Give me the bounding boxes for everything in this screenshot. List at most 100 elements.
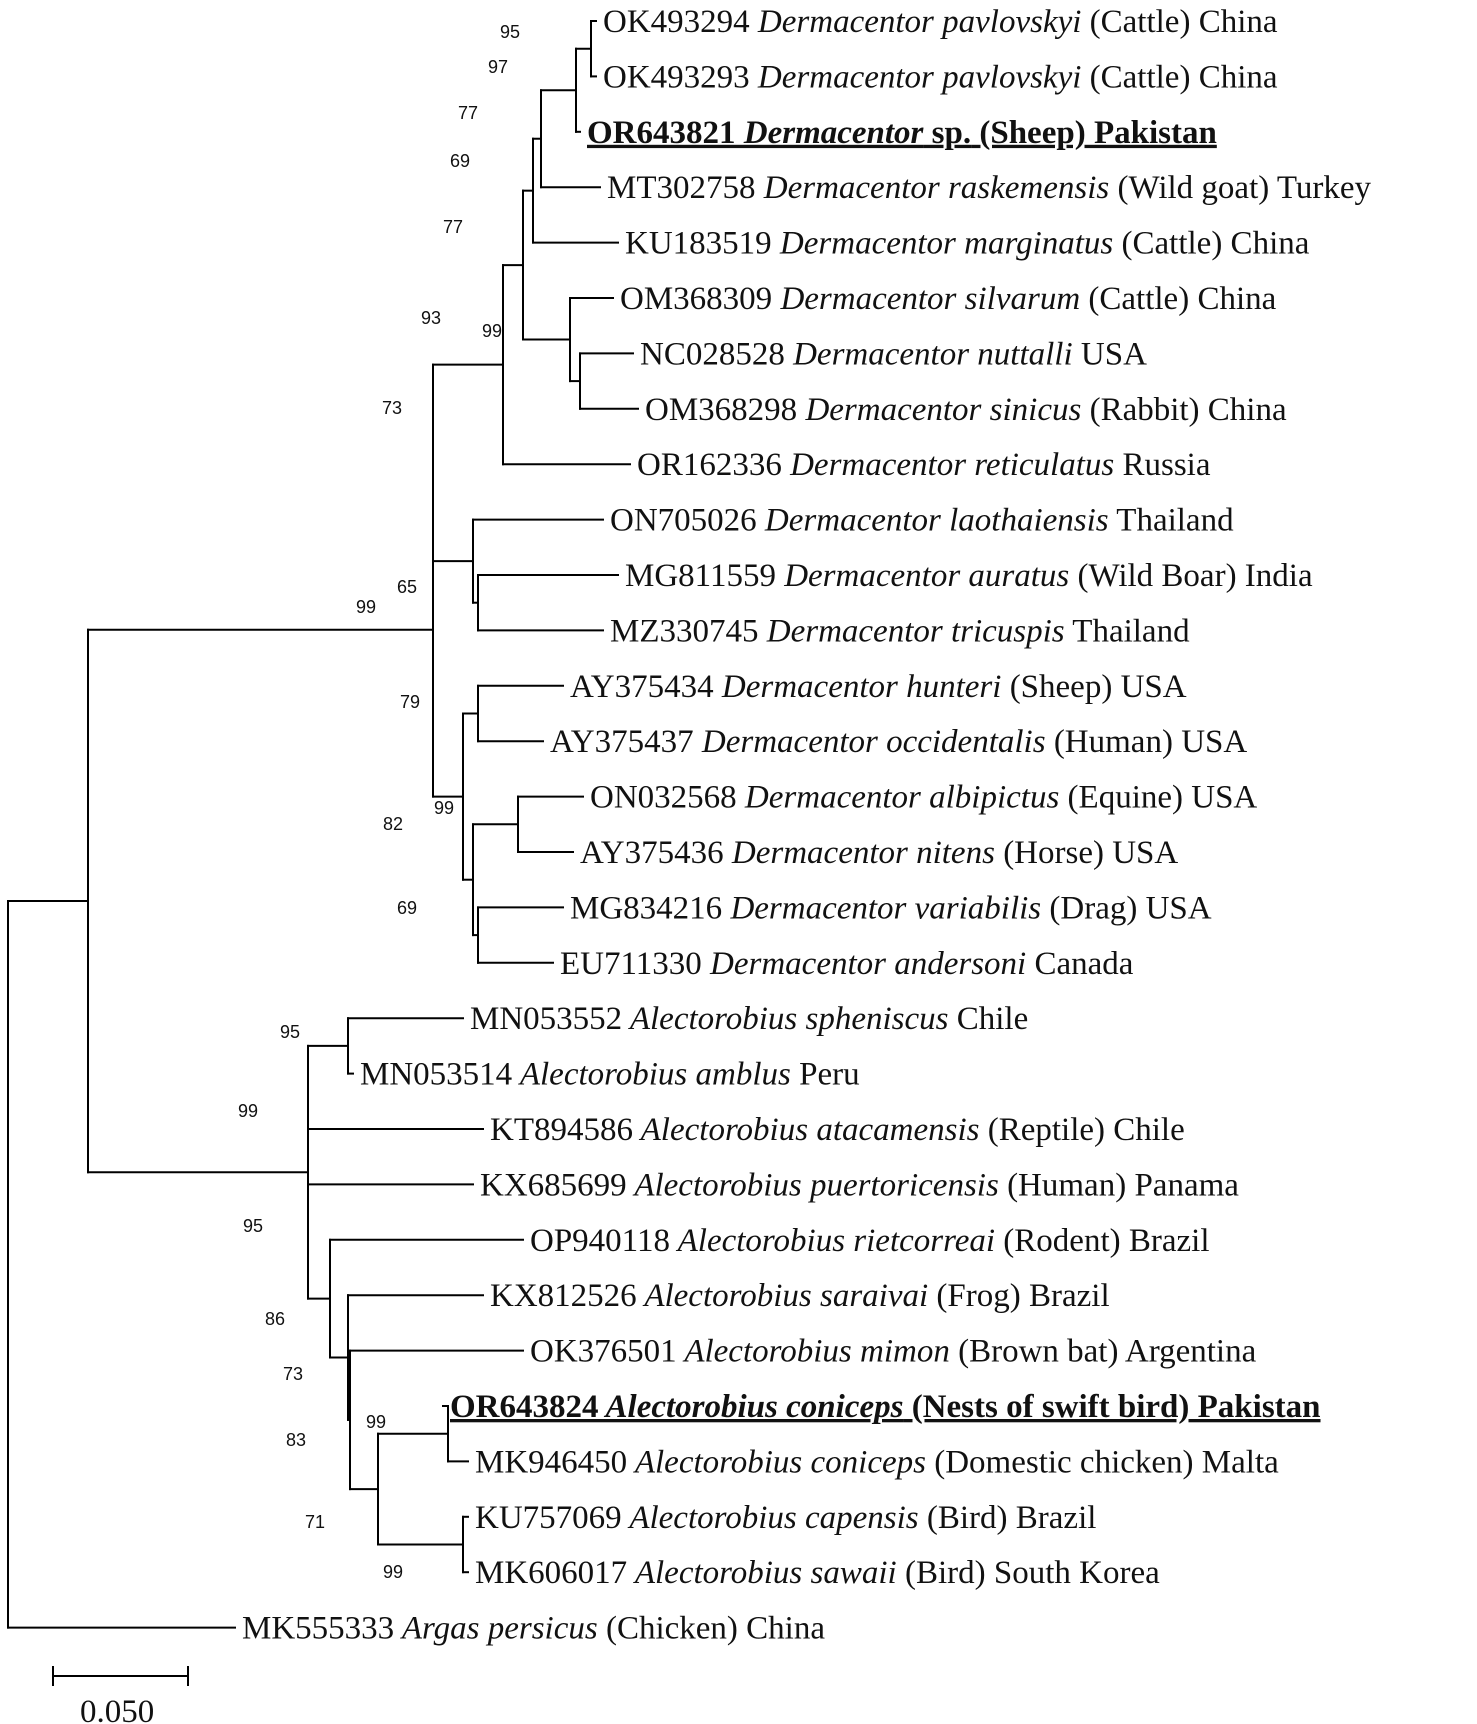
taxon-labels: OK493294 Dermacentor pavlovskyi (Cattle)… [242,4,1372,1647]
taxon-suffix: (Reptile) Chile [979,1112,1184,1148]
taxon-label: MK555333 Argas persicus (Chicken) China [242,1611,825,1647]
taxon-suffix: (Bird) Brazil [919,1500,1097,1536]
bootstrap-value: 79 [400,692,420,712]
taxon-suffix: USA [1073,336,1147,372]
bootstrap-value: 73 [283,1364,303,1384]
taxon-acc: EU711330 [560,946,702,982]
taxon-suffix: (Human) USA [1046,724,1248,760]
taxon-suffix: Canada [1026,946,1134,982]
taxon-acc: MT302758 [607,170,756,206]
taxon-acc: OR162336 [637,447,782,483]
taxon-suffix: (Drag) USA [1041,890,1212,926]
taxon-acc: MK946450 [475,1444,627,1480]
taxon-acc: KT894586 [490,1112,633,1148]
taxon-acc: KU183519 [625,226,772,262]
taxon-acc: MK606017 [475,1555,627,1591]
taxon-label: NC028528 Dermacentor nuttalli USA [640,336,1147,372]
bootstrap-value: 95 [243,1216,263,1236]
taxon-label: AY375437 Dermacentor occidentalis (Human… [550,724,1247,760]
taxon-suffix: (Horse) USA [995,835,1178,871]
bootstrap-value: 86 [265,1309,285,1329]
taxon-label: OP940118 Alectorobius rietcorreai (Roden… [530,1223,1209,1259]
scale-bar-label: 0.050 [80,1694,154,1724]
taxon-acc: MG811559 [625,558,776,594]
scale-bar: 0.050 [52,1666,189,1724]
taxon-acc: KX812526 [490,1278,637,1314]
taxon-label: EU711330 Dermacentor andersoni Canada [560,946,1134,982]
taxon-suffix: (Bird) South Korea [897,1555,1160,1591]
taxon-species: Dermacentor reticulatus [782,447,1114,483]
taxon-acc: OK376501 [530,1334,677,1370]
taxon-species: Dermacentor laothaiensis [757,503,1109,539]
taxon-acc: AY375434 [570,669,714,705]
taxon-species: Dermacentor [736,115,925,151]
bootstrap-value: 73 [382,398,402,418]
taxon-acc: AY375437 [550,724,694,760]
taxon-species: Alectorobius sawaii [627,1555,897,1591]
bootstrap-value: 95 [280,1022,300,1042]
taxon-suffix: (Cattle) China [1081,59,1277,95]
taxon-species: Alectorobius rietcorreai [670,1223,995,1259]
taxon-label: MZ330745 Dermacentor tricuspis Thailand [610,613,1190,649]
taxon-suffix: (Cattle) China [1080,281,1276,317]
taxon-label: ON032568 Dermacentor albipictus (Equine)… [590,780,1257,816]
taxon-label: OM368309 Dermacentor silvarum (Cattle) C… [620,281,1277,317]
taxon-label: KU183519 Dermacentor marginatus (Cattle)… [625,226,1310,262]
taxon-species: Alectorobius puertoricensis [627,1167,999,1203]
bootstrap-value: 71 [305,1512,325,1532]
taxon-label: AY375434 Dermacentor hunteri (Sheep) USA [570,669,1187,705]
taxon-suffix: (Domestic chicken) Malta [926,1444,1279,1480]
bootstrap-value: 99 [482,321,502,341]
taxon-label: OR643821 Dermacentor sp. (Sheep) Pakista… [587,115,1217,151]
taxon-species: Alectorobius atacamensis [633,1112,979,1148]
taxon-label: OR643824 Alectorobius coniceps (Nests of… [450,1389,1321,1425]
taxon-species: Alectorobius coniceps [627,1444,926,1480]
taxon-suffix: Thailand [1109,503,1234,539]
taxon-suffix: (Cattle) China [1081,4,1277,40]
taxon-label: KT894586 Alectorobius atacamensis (Repti… [490,1112,1185,1148]
taxon-label: OM368298 Dermacentor sinicus (Rabbit) Ch… [645,392,1287,428]
taxon-acc: NC028528 [640,336,785,372]
taxon-suffix: Thailand [1065,613,1190,649]
taxon-species: Dermacentor nitens [724,835,995,871]
taxon-species: Dermacentor occidentalis [694,724,1046,760]
bootstrap-value: 99 [366,1412,386,1432]
taxon-acc: AY375436 [580,835,724,871]
taxon-species: Alectorobius mimon [677,1334,950,1370]
taxon-label: KU757069 Alectorobius capensis (Bird) Br… [475,1500,1096,1536]
bootstrap-value: 99 [434,798,454,818]
taxon-species: Alectorobius amblus [512,1057,791,1093]
taxon-acc: OR643824 [450,1389,599,1425]
taxon-label: AY375436 Dermacentor nitens (Horse) USA [580,835,1178,871]
bootstrap-value: 83 [286,1430,306,1450]
taxon-suffix: (Frog) Brazil [928,1278,1109,1314]
taxon-species: Alectorobius coniceps [599,1389,904,1425]
taxon-acc: KX685699 [480,1167,627,1203]
bootstrap-value: 77 [443,217,463,237]
bootstrap-value: 99 [356,597,376,617]
taxon-species: Alectorobius spheniscus [622,1001,948,1037]
bootstrap-value: 82 [383,814,403,834]
taxon-suffix: (Sheep) USA [1001,669,1186,705]
taxon-suffix: Russia [1114,447,1211,483]
bootstrap-value: 99 [238,1101,258,1121]
taxon-suffix: (Equine) USA [1059,780,1257,816]
taxon-species: Dermacentor hunteri [714,669,1002,705]
taxon-suffix: Chile [949,1001,1029,1037]
taxon-acc: MN053552 [470,1001,622,1037]
taxon-acc: OP940118 [530,1223,670,1259]
taxon-species: Dermacentor raskemensis [756,170,1110,206]
taxon-species: Dermacentor auratus [776,558,1069,594]
taxon-label: ON705026 Dermacentor laothaiensis Thaila… [610,503,1234,539]
taxon-label: MN053552 Alectorobius spheniscus Chile [470,1001,1028,1037]
taxon-label: MN053514 Alectorobius amblus Peru [360,1057,860,1093]
bootstrap-value: 95 [500,22,520,42]
taxon-label: OK493294 Dermacentor pavlovskyi (Cattle)… [603,4,1278,40]
bootstrap-values: 9597776977999373659979829969959995867399… [238,22,520,1582]
taxon-acc: MK555333 [242,1611,394,1647]
taxon-label: KX812526 Alectorobius saraivai (Frog) Br… [490,1278,1110,1314]
taxon-species: Dermacentor albipictus [737,780,1060,816]
taxon-suffix: (Rodent) Brazil [995,1223,1209,1259]
bootstrap-value: 97 [488,57,508,77]
